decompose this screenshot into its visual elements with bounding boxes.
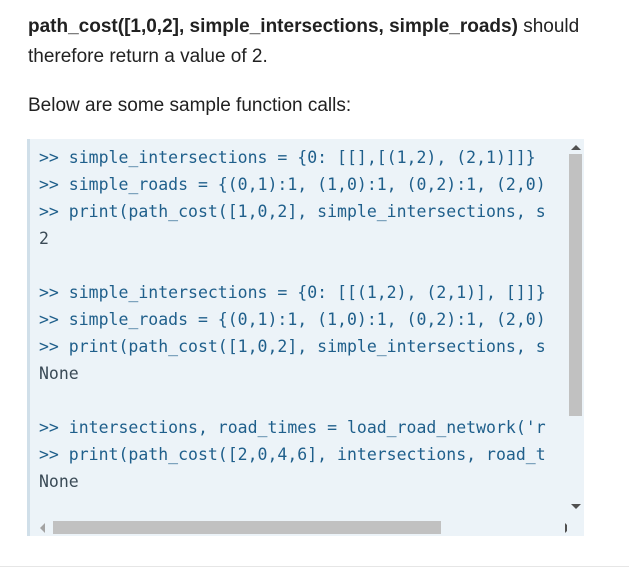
scrollbar-corner xyxy=(567,519,584,536)
intro-paragraph: path_cost([1,0,2], simple_intersections,… xyxy=(28,12,608,72)
code-line: >> simple_roads = {(0,1):1, (1,0):1, (0,… xyxy=(39,175,546,194)
code-line: >> print(path_cost([2,0,4,6], intersecti… xyxy=(39,445,546,464)
vertical-scroll-thumb[interactable] xyxy=(569,154,582,416)
code-line: >> intersections, road_times = load_road… xyxy=(39,418,546,437)
horizontal-scroll-thumb[interactable] xyxy=(53,521,441,534)
scroll-down-icon[interactable] xyxy=(571,504,581,509)
intro-rest: should therefore return a value of 2. xyxy=(28,16,580,67)
horizontal-scrollbar[interactable] xyxy=(30,519,570,536)
code-line: >> simple_roads = {(0,1):1, (1,0):1, (0,… xyxy=(39,310,546,329)
code-output: None xyxy=(39,364,79,383)
code-line: >> simple_intersections = {0: [[],[(1,2)… xyxy=(39,148,536,167)
code-line: >> print(path_cost([1,0,2], simple_inter… xyxy=(39,337,546,356)
samples-heading: Below are some sample function calls: xyxy=(28,95,352,116)
scroll-up-icon[interactable] xyxy=(571,145,581,150)
code-output: None xyxy=(39,472,79,491)
divider xyxy=(0,566,629,567)
code-content: >> simple_intersections = {0: [[],[(1,2)… xyxy=(39,144,584,514)
scroll-left-icon[interactable] xyxy=(40,523,45,533)
code-output: 2 xyxy=(39,229,49,248)
code-line: >> simple_intersections = {0: [[(1,2), (… xyxy=(39,283,546,302)
function-call-example: path_cost([1,0,2], simple_intersections,… xyxy=(28,16,518,37)
code-line: >> print(path_cost([1,0,2], simple_inter… xyxy=(39,202,546,221)
vertical-scrollbar[interactable] xyxy=(567,139,584,519)
code-block[interactable]: >> simple_intersections = {0: [[],[(1,2)… xyxy=(27,139,584,536)
